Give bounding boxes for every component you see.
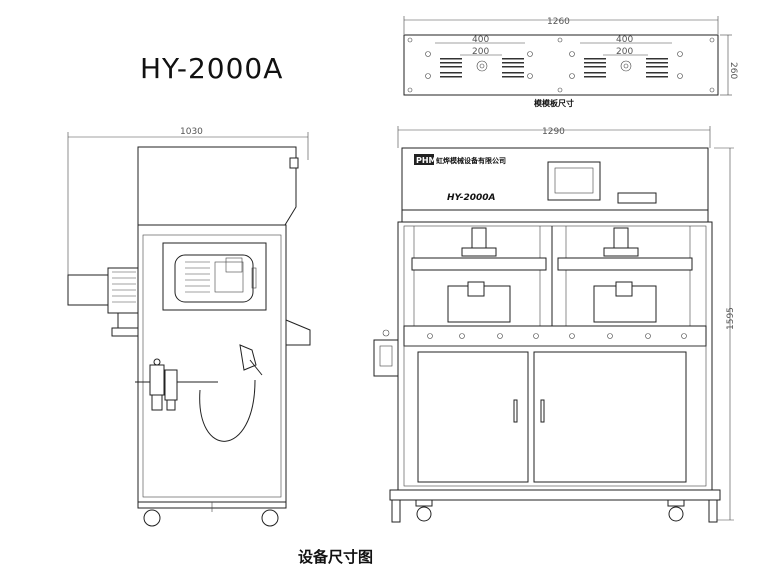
front-height-dim: 1595 <box>726 307 736 330</box>
mold-plate-drawing: 1260 260 400 200 400 200 <box>403 16 738 108</box>
right-press-station <box>557 227 693 323</box>
side-depth-dim: 1030 <box>180 127 203 137</box>
mold-plate-holes <box>407 37 715 93</box>
right-door <box>533 351 687 483</box>
right-pitch-dim: 400 <box>616 35 633 45</box>
model-title: HY-2000A <box>140 52 283 85</box>
side-view-drawing: 1030 <box>67 127 311 527</box>
left-pitch-dim: 400 <box>472 35 489 45</box>
touch-screen <box>547 161 601 201</box>
left-press-station <box>411 227 547 323</box>
left-inner-dim: 200 <box>472 47 489 57</box>
right-inner-dim: 200 <box>616 47 633 57</box>
figure-caption: 设备尺寸图 <box>298 548 373 566</box>
mold-plate-height-dim: 260 <box>728 62 738 79</box>
brand-logo <box>414 154 434 165</box>
svg-text:PHM: PHM <box>416 156 437 165</box>
mold-plate-label: 模模板尺寸 <box>534 98 574 108</box>
front-view-drawing: 1290 1595 PHM 虹烨模械设备有限公司 HY-2000A <box>373 126 736 523</box>
side-control-box <box>373 339 399 377</box>
air-regulator <box>135 358 218 411</box>
left-door <box>417 351 529 483</box>
panel-model: HY-2000A <box>447 193 496 203</box>
mold-plate-width-dim: 1260 <box>547 17 570 27</box>
mold-plate-hole-grid <box>440 58 668 78</box>
front-width-dim: 1290 <box>542 127 565 137</box>
brand-name: 虹烨模械设备有限公司 <box>436 156 506 165</box>
